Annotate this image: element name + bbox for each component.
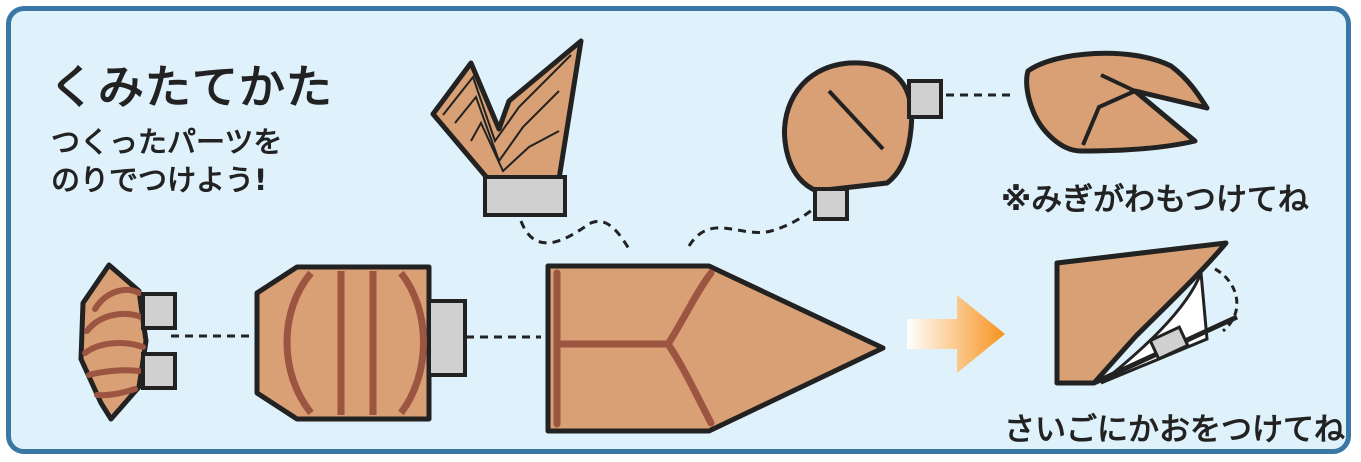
right-side-note: ※みぎがわもつけてね: [1001, 182, 1309, 218]
tail-fin-part: [78, 262, 177, 422]
next-step-arrow-icon: [907, 295, 1005, 373]
side-fin-right-part: [1024, 50, 1210, 154]
dorsal-fin-part: [430, 38, 584, 217]
instruction-panel: くみたてかた つくったパーツを のりでつけよう! ※みぎがわもつけてね さいごに…: [6, 6, 1351, 454]
assembly-diagram: [78, 38, 1239, 434]
instruction-text: つくったパーツを のりでつけよう!: [51, 123, 282, 199]
connector-lines: [171, 93, 1016, 339]
instruction-line-2: のりでつけよう!: [51, 163, 268, 197]
final-step-text: さいごにかおをつけてね: [1004, 412, 1345, 448]
side-fin-part: [782, 60, 943, 221]
instruction-line-1: つくったパーツを: [51, 125, 283, 159]
page-title: くみたてかた: [49, 60, 333, 114]
rear-body-part: [254, 264, 467, 422]
completed-head-part: [1054, 240, 1239, 386]
front-body-part: [545, 263, 886, 434]
